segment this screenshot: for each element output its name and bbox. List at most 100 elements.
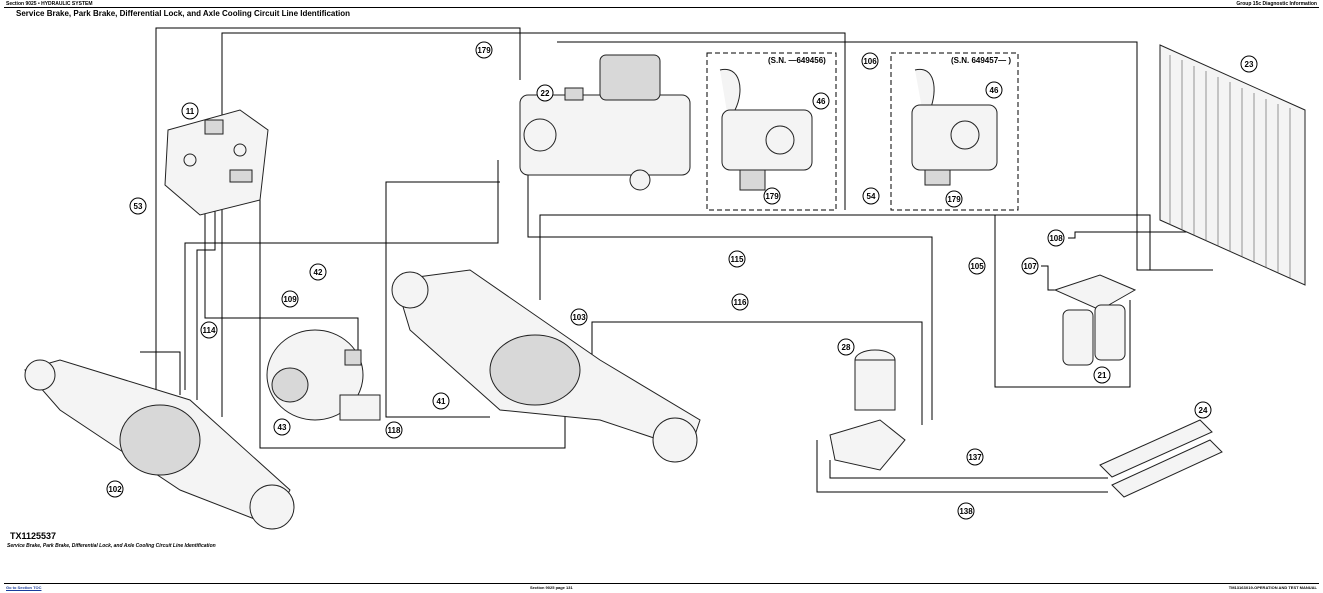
svg-text:103: 103 xyxy=(572,313,586,322)
svg-text:107: 107 xyxy=(1023,262,1037,271)
callout-42: 42 xyxy=(309,263,327,281)
svg-text:115: 115 xyxy=(731,255,744,264)
callout-21: 21 xyxy=(1093,366,1111,384)
line-park-brake xyxy=(204,190,359,350)
svg-text:43: 43 xyxy=(278,423,287,432)
diff-lock-valve xyxy=(829,349,906,471)
callout-43: 43 xyxy=(273,418,291,436)
footer-manual-label: TM13163X19-OPERATION AND TEST MANUAL xyxy=(1228,585,1317,590)
line-179 xyxy=(221,32,846,417)
callout-107: 107 xyxy=(1021,257,1039,275)
svg-text:114: 114 xyxy=(203,326,216,335)
callout-102: 102 xyxy=(106,480,124,498)
svg-text:105: 105 xyxy=(970,262,984,271)
svg-text:22: 22 xyxy=(541,89,550,98)
svg-text:24: 24 xyxy=(1199,406,1208,415)
line-105 xyxy=(994,215,1131,388)
filter-assembly xyxy=(1053,274,1137,366)
callout-23: 23 xyxy=(1240,55,1258,73)
callout-106: 106 xyxy=(861,52,879,70)
svg-text:23: 23 xyxy=(1245,60,1254,69)
callout-54: 54 xyxy=(862,187,880,205)
line-axle-bracket xyxy=(140,351,181,395)
svg-text:137: 137 xyxy=(968,453,982,462)
line-116 xyxy=(591,321,923,425)
svg-text:109: 109 xyxy=(283,295,297,304)
callout-138: 138 xyxy=(957,502,975,520)
line-138 xyxy=(829,460,1108,479)
svg-text:108: 108 xyxy=(1049,234,1063,243)
line-106 xyxy=(557,41,1213,271)
svg-text:106: 106 xyxy=(863,57,877,66)
svg-text:116: 116 xyxy=(734,298,747,307)
accumulators xyxy=(1099,419,1223,498)
callout-118: 118 xyxy=(385,421,403,439)
svg-text:46: 46 xyxy=(817,97,826,106)
figure-id: TX1125537 xyxy=(10,531,57,541)
sn-label-late: (S.N. 649457— ) xyxy=(951,56,1011,65)
line-53 xyxy=(155,27,521,355)
callout-108: 108 xyxy=(1047,229,1065,247)
brake-valve-block xyxy=(164,109,269,216)
callout-105: 105 xyxy=(968,257,986,275)
svg-text:54: 54 xyxy=(867,192,876,201)
callout-115: 115 xyxy=(728,250,746,268)
park-brake-assembly xyxy=(266,329,381,421)
svg-text:42: 42 xyxy=(314,268,323,277)
callout-103: 103 xyxy=(570,308,588,326)
rear-axle xyxy=(391,269,701,463)
line-41 xyxy=(385,181,500,300)
callout-179-late: 179 xyxy=(945,190,963,208)
section-toc-link[interactable]: Go to Section TOC xyxy=(6,585,42,590)
svg-text:118: 118 xyxy=(388,426,401,435)
callout-179-top: 179 xyxy=(475,41,493,59)
svg-text:179: 179 xyxy=(765,192,779,201)
callout-28: 28 xyxy=(837,338,855,356)
svg-text:138: 138 xyxy=(959,507,973,516)
svg-text:179: 179 xyxy=(477,46,491,55)
valve-late-serial xyxy=(911,68,998,186)
sn-box-early xyxy=(706,52,837,211)
svg-text:21: 21 xyxy=(1098,371,1107,380)
svg-text:11: 11 xyxy=(186,107,195,116)
line-54 xyxy=(539,214,1151,300)
line-41b xyxy=(385,300,490,418)
footer-page-label: Section 9025 page 131 xyxy=(530,585,573,590)
callout-41: 41 xyxy=(432,392,450,410)
header-group-label: Group 15c Diagnostic Information xyxy=(1236,1,1317,7)
valve-early-serial xyxy=(719,68,813,191)
callout-137: 137 xyxy=(966,448,984,466)
sn-box-late xyxy=(890,52,1019,211)
callout-114: 114 xyxy=(200,321,218,339)
line-108 xyxy=(1068,231,1205,239)
callout-109: 109 xyxy=(281,290,299,308)
oil-cooler xyxy=(1159,44,1306,286)
callout-46-late: 46 xyxy=(985,81,1003,99)
sn-label-early: (S.N. —649456) xyxy=(768,56,826,65)
line-114 xyxy=(196,210,216,400)
callout-24: 24 xyxy=(1194,401,1212,419)
callout-53: 53 xyxy=(129,197,147,215)
figure-caption: Service Brake, Park Brake, Differential … xyxy=(7,543,216,549)
svg-text:53: 53 xyxy=(134,202,143,211)
line-42 xyxy=(184,160,499,390)
svg-text:28: 28 xyxy=(842,343,851,352)
callout-11: 11 xyxy=(181,102,199,120)
line-115 xyxy=(527,160,933,420)
page-title: Service Brake, Park Brake, Differential … xyxy=(16,9,351,18)
callout-46-early: 46 xyxy=(812,92,830,110)
callout-116: 116 xyxy=(731,293,749,311)
callout-179-early: 179 xyxy=(763,187,781,205)
svg-text:41: 41 xyxy=(437,397,446,406)
header-section-label: Section 9025 • HYDRAULIC SYSTEM xyxy=(6,1,93,7)
footer-rule xyxy=(4,583,1319,584)
svg-text:46: 46 xyxy=(990,86,999,95)
hydraulic-pump-assembly xyxy=(519,54,691,191)
svg-text:179: 179 xyxy=(947,195,961,204)
callout-22: 22 xyxy=(536,84,554,102)
svg-text:102: 102 xyxy=(108,485,122,494)
front-axle xyxy=(24,359,295,530)
header-rule xyxy=(4,7,1319,8)
line-137 xyxy=(816,440,1108,493)
